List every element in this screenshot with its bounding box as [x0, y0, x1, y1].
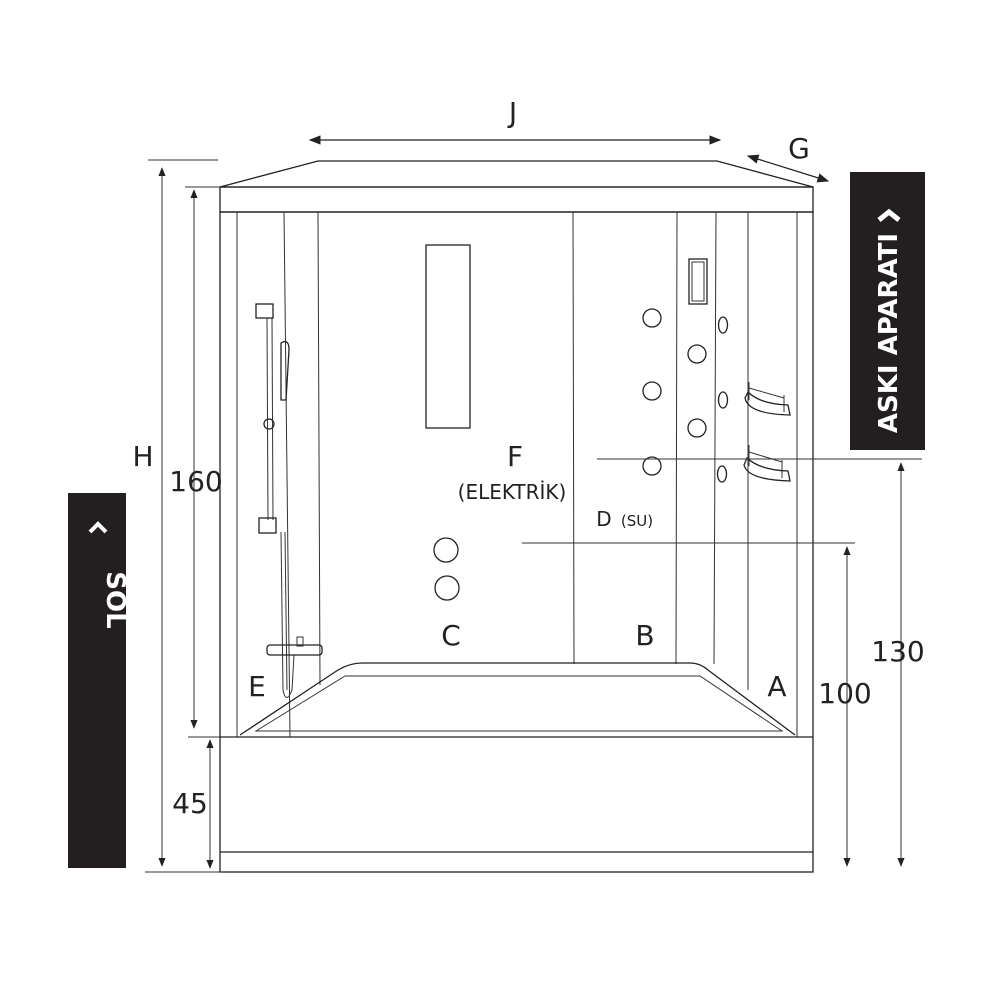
point-b-label: B [635, 619, 654, 652]
point-d-label: D [596, 507, 611, 531]
point-f-label: F [507, 440, 523, 473]
height-label: H [132, 440, 153, 473]
cabin-body [219, 211, 814, 873]
hand-shower-rail [255, 303, 323, 698]
chevron-icon [88, 521, 108, 534]
left-side-tag: SOL [68, 493, 130, 868]
point-a-label: A [767, 670, 786, 703]
tub-height-value: 45 [172, 787, 208, 820]
point-f-note: (ELEKTRİK) [458, 480, 567, 504]
jet-c-lower [434, 575, 460, 601]
point-d-note: (SU) [621, 512, 653, 530]
bathtub [220, 662, 813, 853]
corner-shelves-icon [743, 382, 791, 482]
point-e-label: E [248, 670, 266, 703]
chevron-icon [877, 208, 901, 222]
left-side-tag-text: SOL [100, 571, 130, 628]
jet-c-upper [433, 537, 459, 563]
hanger-tag: ASKI APARATI [850, 172, 925, 450]
dimension-lines [145, 135, 905, 873]
depth-label: G [788, 132, 810, 165]
water-height-value: 100 [818, 677, 871, 710]
width-label: J [507, 96, 517, 129]
control-panel [642, 258, 729, 483]
center-panel-light [425, 244, 471, 429]
hanger-tag-text: ASKI APARATI [874, 233, 904, 433]
cabin-roof [219, 160, 814, 213]
cabin-height-value: 160 [169, 465, 222, 498]
electric-height-value: 130 [871, 635, 924, 668]
point-c-label: C [441, 619, 461, 652]
